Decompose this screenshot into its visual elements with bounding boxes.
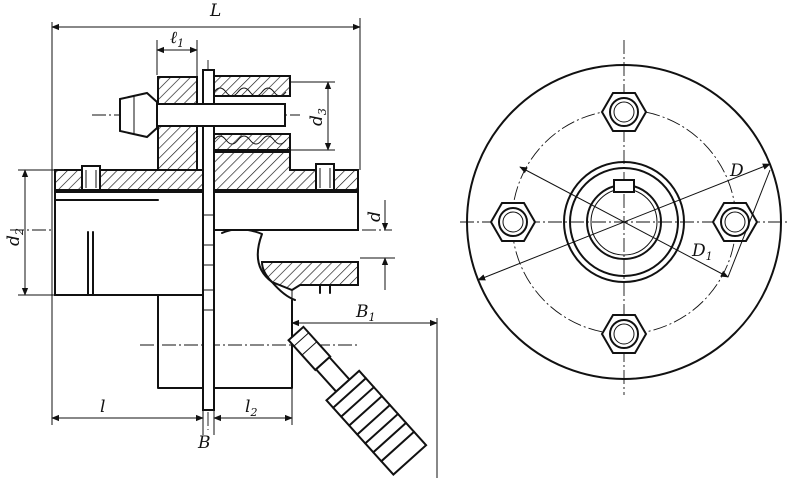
label-L: L <box>209 1 221 21</box>
bolt-right <box>711 202 759 242</box>
end-view: D D1 <box>460 40 790 395</box>
bolt-nut <box>119 91 158 139</box>
bolt-top <box>600 92 648 132</box>
flexible-disc <box>202 69 215 411</box>
keyway <box>613 179 635 193</box>
label-d: d <box>365 211 385 222</box>
label-l1: ℓ1 <box>170 28 184 50</box>
set-screw-left <box>81 165 101 191</box>
bolt-left <box>489 202 537 242</box>
left-hub <box>54 189 204 296</box>
label-l2: l2 <box>245 397 257 419</box>
elastic-bush <box>213 75 291 97</box>
flange-outer <box>466 64 782 380</box>
label-D: D <box>729 161 744 181</box>
section-view: L ℓ1 d3 d2 d B1 l l2 B <box>4 1 438 478</box>
label-B1: B1 <box>355 302 376 324</box>
label-d2: d2 <box>4 228 26 246</box>
label-l: l <box>100 397 105 417</box>
right-hub <box>213 189 359 231</box>
bolt-bottom <box>600 314 648 354</box>
label-D1: D1 <box>691 241 713 263</box>
worm-shaft <box>287 325 428 477</box>
bolt-shank <box>156 103 286 127</box>
label-B: B <box>197 433 211 453</box>
set-screw-right <box>315 163 335 191</box>
label-d3: d3 <box>307 108 329 126</box>
